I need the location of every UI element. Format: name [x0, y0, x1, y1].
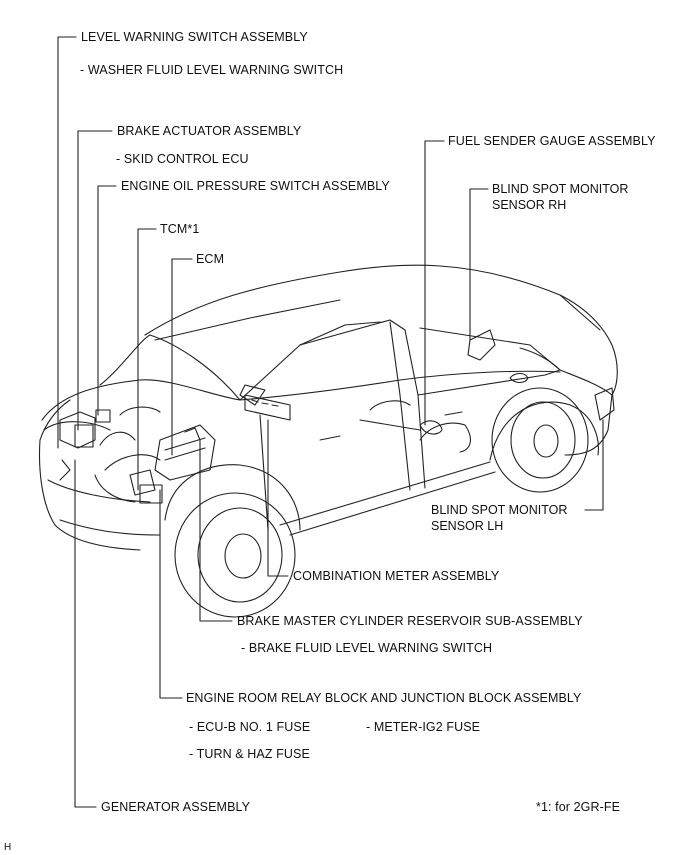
- label-blind-spot-monitor-sensor-lh: BLIND SPOT MONITOR SENSOR LH: [431, 502, 567, 534]
- label-engine-oil-pressure-switch-assembly: ENGINE OIL PRESSURE SWITCH ASSEMBLY: [121, 179, 390, 193]
- label-engine-room-relay-block: ENGINE ROOM RELAY BLOCK AND JUNCTION BLO…: [186, 691, 582, 705]
- blind-spot-sensor-lh-part: [594, 387, 615, 421]
- label-blind-spot-lh-line2: SENSOR LH: [431, 519, 504, 533]
- leader-lines: [57, 36, 604, 808]
- label-brake-fluid-level-warning-switch: - BRAKE FLUID LEVEL WARNING SWITCH: [241, 641, 493, 655]
- label-blind-spot-monitor-sensor-rh: BLIND SPOT MONITOR SENSOR RH: [492, 181, 628, 213]
- label-level-warning-switch-assembly: LEVEL WARNING SWITCH ASSEMBLY: [81, 30, 308, 44]
- label-fuel-sender-gauge-assembly: FUEL SENDER GAUGE ASSEMBLY: [448, 134, 656, 148]
- label-tcm: TCM*1: [160, 222, 200, 236]
- label-blind-spot-rh-line2: SENSOR RH: [492, 198, 567, 212]
- label-meter-ig2-fuse: - METER-IG2 FUSE: [366, 720, 481, 734]
- label-combination-meter-assembly: COMBINATION METER ASSEMBLY: [293, 569, 500, 583]
- engine-bay-components: [59, 406, 216, 504]
- label-brake-master-cylinder-reservoir: BRAKE MASTER CYLINDER RESERVOIR SUB-ASSE…: [237, 614, 583, 628]
- label-blind-spot-lh-line1: BLIND SPOT MONITOR: [431, 503, 568, 517]
- fuel-sender-part: [419, 420, 443, 435]
- label-ecu-b-no1-fuse: - ECU-B NO. 1 FUSE: [189, 720, 311, 734]
- label-generator-assembly: GENERATOR ASSEMBLY: [101, 800, 251, 814]
- label-brake-actuator-assembly: BRAKE ACTUATOR ASSEMBLY: [117, 124, 302, 138]
- label-turn-haz-fuse: - TURN & HAZ FUSE: [189, 747, 310, 761]
- car-body-outline: [38, 264, 618, 618]
- blind-spot-sensor-rh-part: [467, 329, 496, 361]
- footnote: *1: for 2GR-FE: [536, 800, 621, 814]
- corner-mark: H: [4, 842, 12, 853]
- combination-meter-part: [244, 394, 291, 421]
- label-skid-control-ecu: - SKID CONTROL ECU: [116, 152, 249, 166]
- label-washer-fluid-level-warning-switch: - WASHER FLUID LEVEL WARNING SWITCH: [80, 63, 344, 77]
- label-ecm: ECM: [196, 252, 225, 266]
- label-blind-spot-rh-line1: BLIND SPOT MONITOR: [492, 182, 629, 196]
